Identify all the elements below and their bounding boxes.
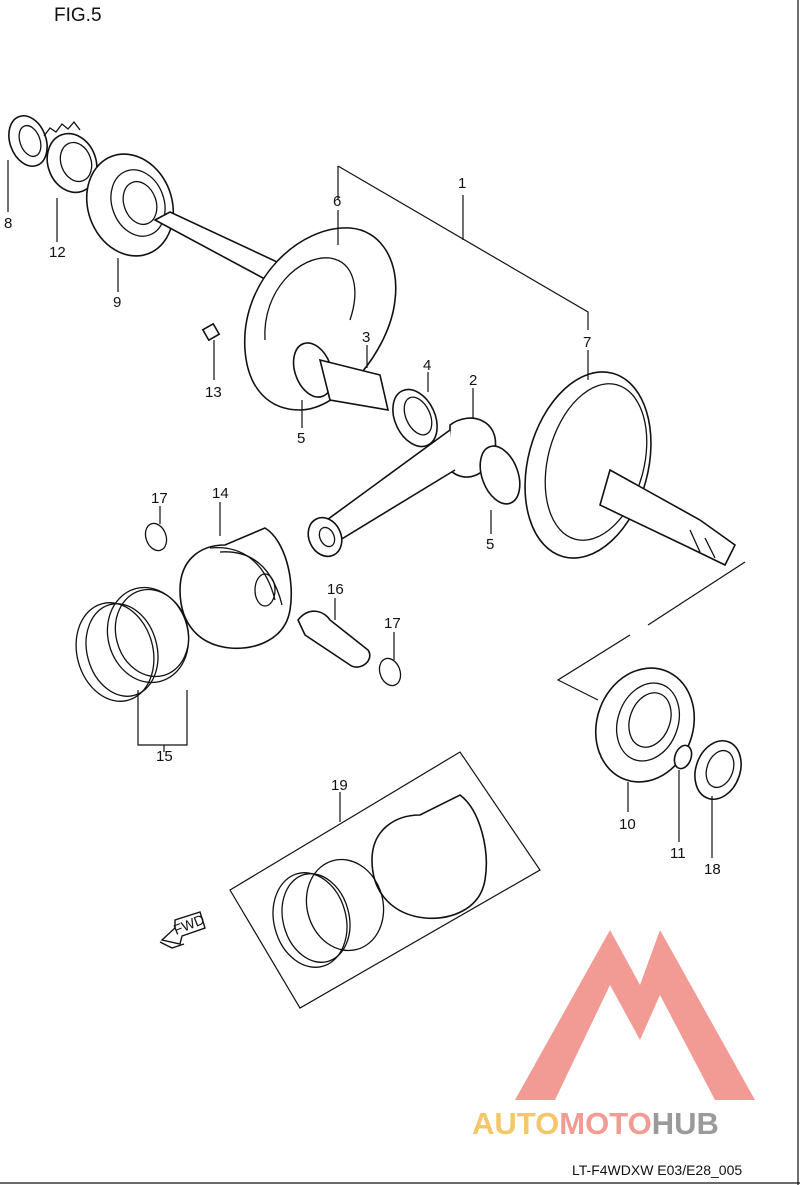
part-label-18: 18 — [704, 861, 721, 878]
part-8-oil-seal — [8, 115, 48, 167]
part-label-19: 19 — [331, 777, 348, 794]
part-10-bearing — [594, 667, 696, 783]
part-label-16: 16 — [327, 581, 344, 598]
part-label-17-right: 17 — [384, 615, 401, 632]
part-label-6: 6 — [333, 193, 341, 210]
part-label-9: 9 — [113, 294, 121, 311]
part-19-piston-set — [229, 751, 541, 1009]
crankshaft-assembly — [8, 115, 737, 567]
part-label-12: 12 — [49, 244, 66, 261]
part-label-4: 4 — [423, 357, 431, 374]
part-2-connecting-rod — [307, 417, 497, 558]
part-19-box — [229, 751, 541, 1009]
figure-title: FIG.5 — [54, 5, 102, 26]
part-9-bearing — [85, 153, 175, 257]
part-label-10: 10 — [619, 816, 636, 833]
part-3-crank-pin — [318, 358, 390, 411]
part-15-piston-rings — [75, 586, 190, 702]
part-label-8: 8 — [4, 215, 12, 232]
part-label-14: 14 — [212, 485, 229, 502]
part-16-piston-pin — [297, 610, 371, 668]
part-label-5-left: 5 — [297, 430, 305, 447]
part-12-gear — [43, 120, 98, 194]
part-14-piston — [179, 527, 293, 650]
part-17-circlip-top — [144, 522, 168, 552]
watermark-text: AUTOMOTOHUB — [472, 1106, 719, 1141]
logo-notch — [600, 1045, 650, 1075]
part-11-o-ring — [673, 744, 693, 770]
part-label-11: 11 — [670, 845, 686, 862]
part-label-7: 7 — [583, 334, 591, 351]
part-7-crank-web-right — [524, 371, 652, 559]
leader-lines — [7, 160, 746, 858]
part-label-5-right: 5 — [486, 536, 494, 553]
part-label-17-top: 17 — [151, 490, 168, 507]
part-label-3: 3 — [362, 329, 370, 346]
part-label-1: 1 — [458, 175, 466, 192]
part-label-13: 13 — [205, 384, 222, 401]
part-label-15: 15 — [156, 748, 173, 765]
piston-group — [75, 522, 402, 702]
fwd-arrow-icon: FWD — [159, 911, 207, 949]
part-labels: 1 2 3 4 5 5 6 7 8 9 10 11 12 13 14 15 16… — [4, 175, 721, 878]
figure-code: LT-F4WDXW E03/E28_005 — [572, 1162, 742, 1178]
part-18-oil-seal — [694, 740, 742, 800]
part-13-key — [201, 322, 221, 342]
part-label-2: 2 — [469, 372, 477, 389]
shaft-right — [599, 468, 737, 567]
part-17-circlip-right — [378, 657, 402, 687]
watermark-logo — [515, 930, 755, 1100]
part-4-needle-bearing — [392, 388, 438, 448]
part-5-washer-right — [479, 445, 521, 505]
logo-mark-icon — [515, 930, 755, 1100]
right-bearing-group — [594, 667, 742, 800]
part-6-crank-web-left — [244, 227, 397, 411]
